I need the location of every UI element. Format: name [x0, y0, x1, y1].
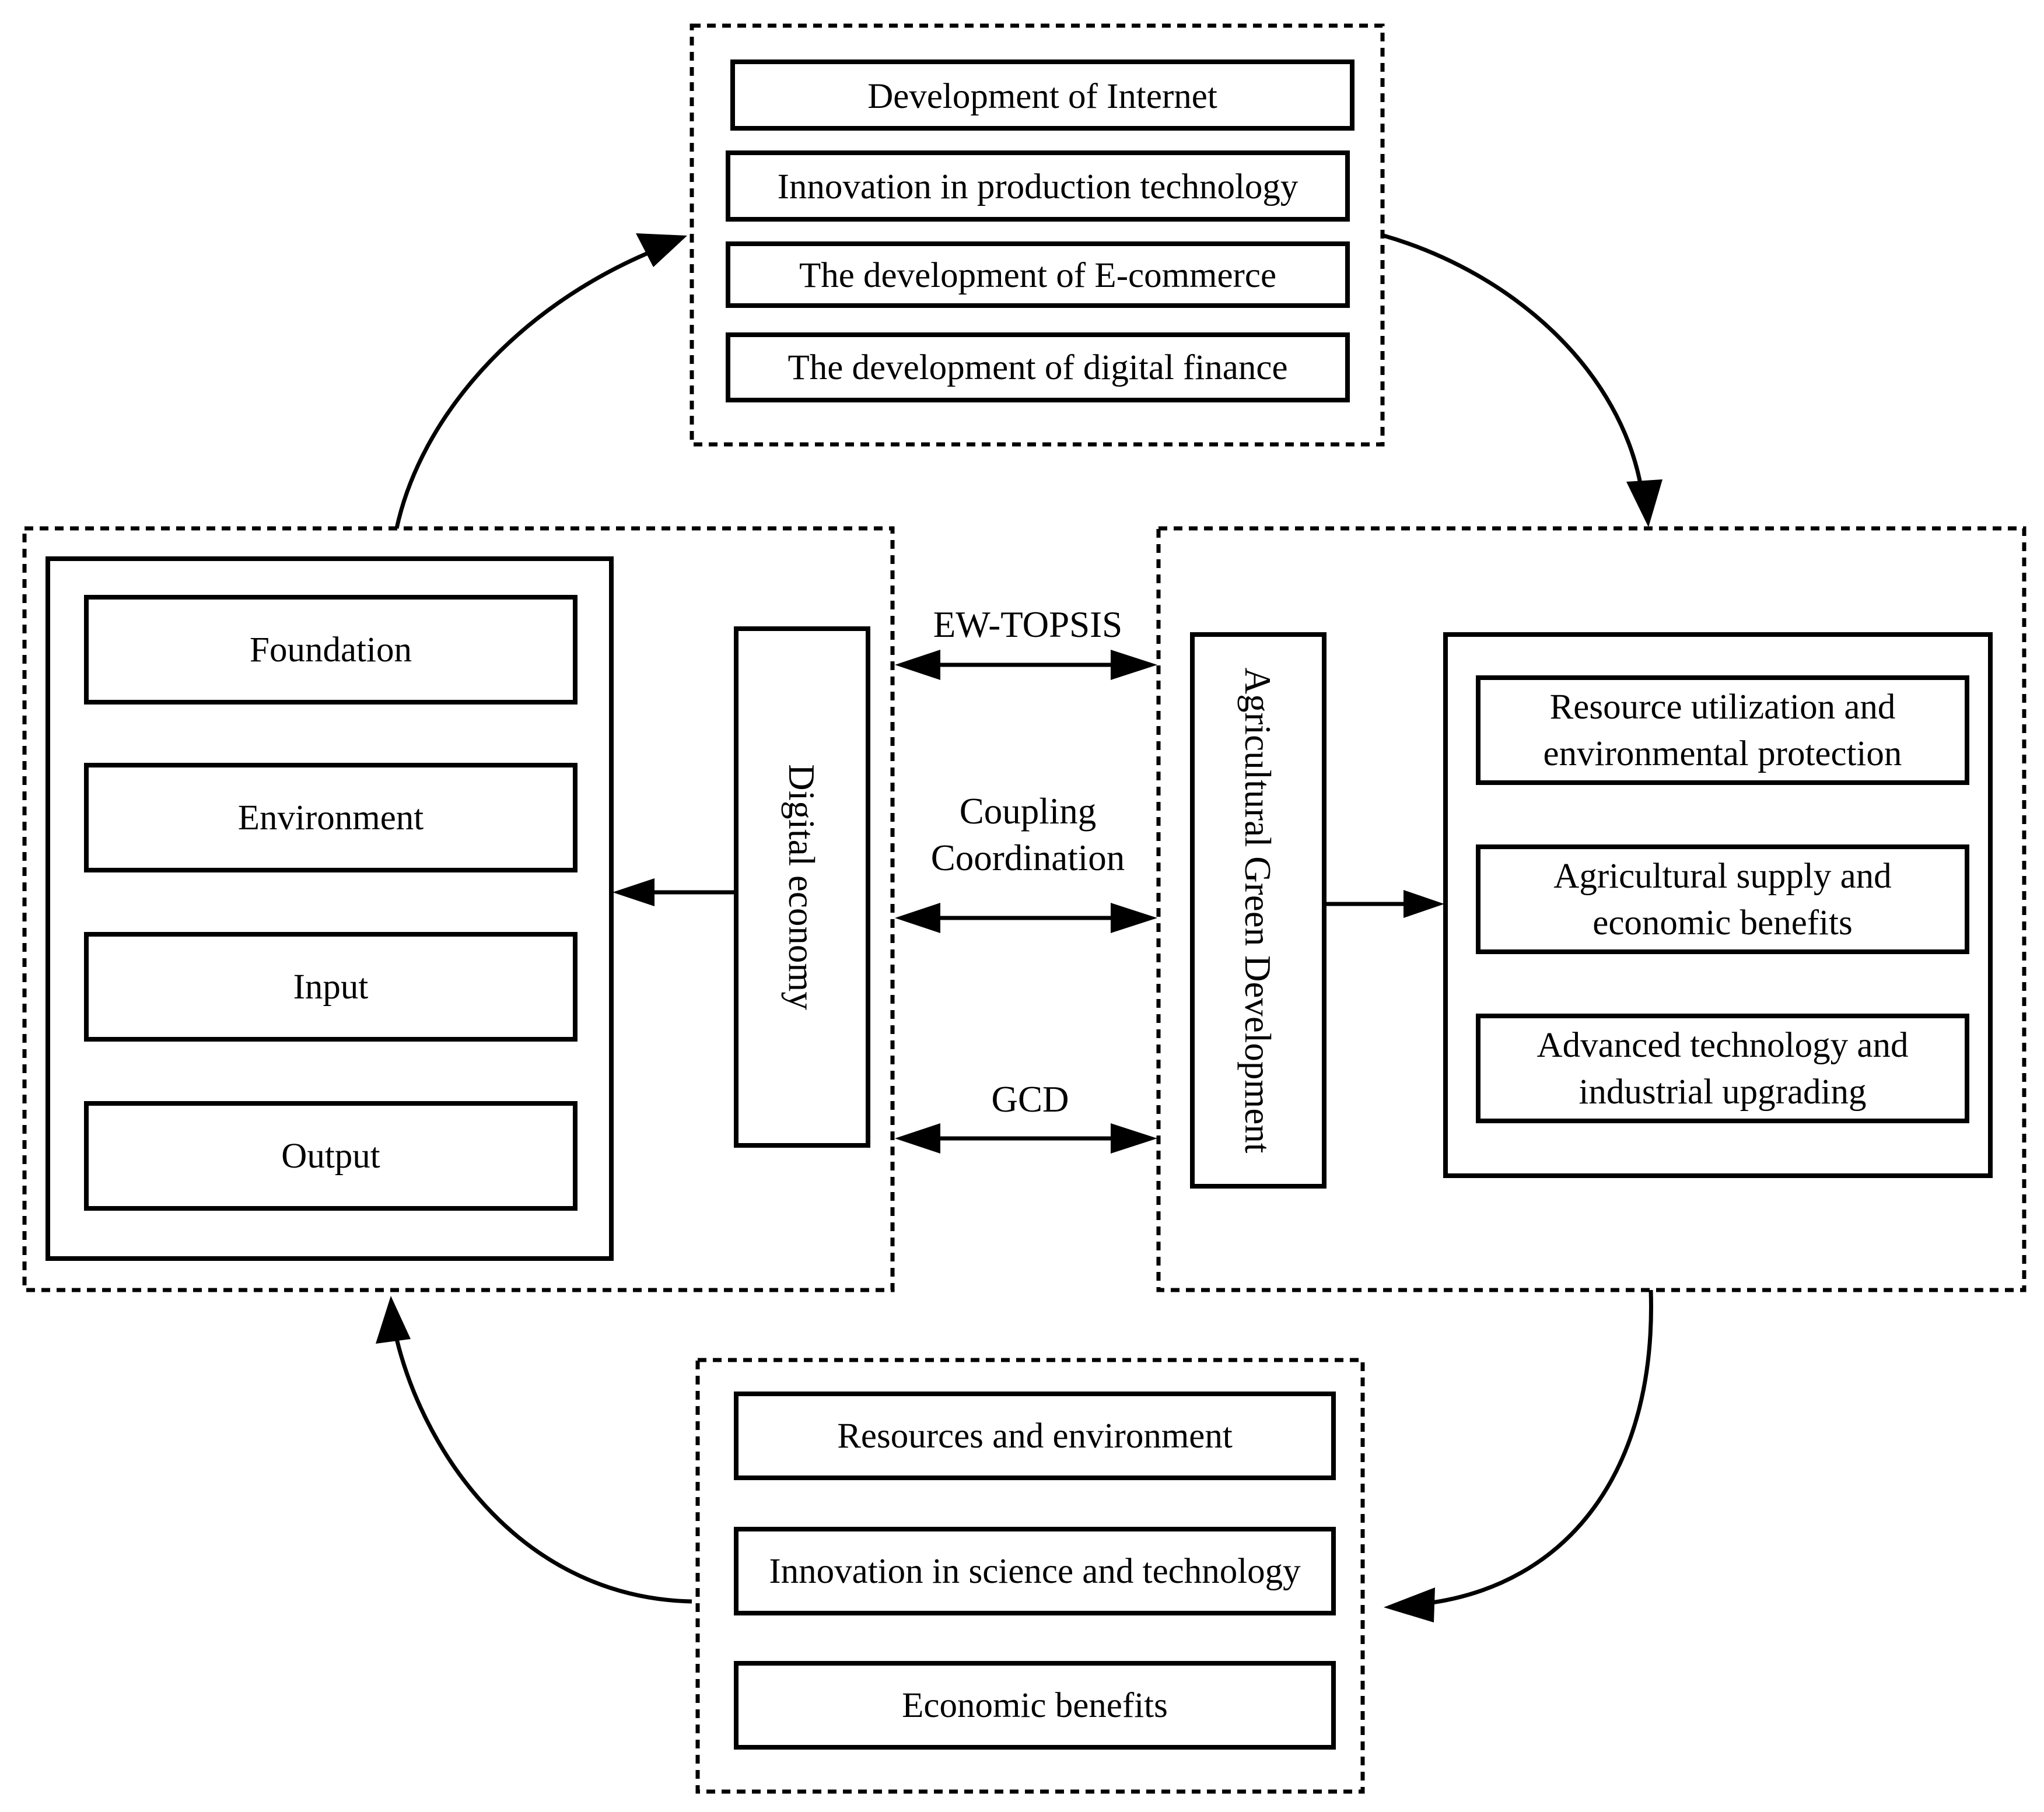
cycle-arrow-right-to-bottom [1384, 1289, 1653, 1622]
gcd-double-arrow [895, 1123, 1157, 1154]
gcd-label: GCD [991, 1079, 1069, 1120]
agricultural-green-development-group: Agricultural Green Development Resource … [1156, 526, 2027, 1292]
indicator-label: Foundation [250, 630, 412, 670]
bottom-item-label: Resources and environment [837, 1417, 1233, 1456]
agd-item-label-line2: economic benefits [1592, 903, 1852, 942]
indicator-label: Output [281, 1137, 380, 1176]
top-item-label: The development of E-commerce [799, 256, 1276, 295]
cycle-arrow-bottom-to-left [376, 1296, 692, 1604]
agd-to-indicators-arrow [1324, 890, 1444, 918]
agd-item-label-line2: environmental protection [1544, 734, 1902, 773]
top-item-production-technology: Innovation in production technology [726, 150, 1350, 222]
top-item-label: Innovation in production technology [778, 167, 1298, 206]
agd-item-label-line1: Advanced technology and [1537, 1026, 1909, 1065]
top-item-internet: Development of Internet [730, 59, 1354, 131]
agricultural-green-development-label: Agricultural Green Development [1237, 668, 1278, 1154]
digital-economy-box: Digital economy [734, 626, 870, 1148]
bottom-item-label: Innovation in science and technology [769, 1552, 1301, 1591]
top-item-e-commerce: The development of E-commerce [726, 241, 1350, 308]
agd-item-label-line1: Resource utilization and [1550, 688, 1896, 727]
agd-item-advanced-technology: Advanced technology and industrial upgra… [1476, 1014, 1969, 1123]
digital-economy-group: Foundation Environment Input Output Digi… [22, 526, 895, 1292]
top-factor-group: Development of Internet Innovation in pr… [690, 23, 1385, 447]
bottom-item-economic-benefits: Economic benefits [734, 1661, 1336, 1750]
bottom-item-science-technology: Innovation in science and technology [734, 1527, 1336, 1615]
digital-economy-label: Digital economy [781, 764, 822, 1010]
right-group-frame [1156, 526, 2027, 1292]
indicator-environment: Environment [84, 763, 578, 872]
bottom-group-frame [695, 1358, 1365, 1794]
ew-topsis-label: EW-TOPSIS [933, 604, 1122, 645]
bottom-factor-group: Resources and environment Innovation in … [695, 1358, 1365, 1794]
coordination-label: Coordination [931, 837, 1125, 878]
indicator-output: Output [84, 1101, 578, 1211]
top-item-label: Development of Internet [867, 77, 1217, 116]
agd-item-label-line1: Agricultural supply and [1553, 857, 1891, 896]
bottom-item-label: Economic benefits [902, 1686, 1168, 1725]
bottom-item-resources-environment: Resources and environment [734, 1392, 1336, 1480]
top-item-label: The development of digital finance [788, 348, 1287, 387]
coupling-coordination-double-arrow [895, 903, 1157, 933]
cycle-arrow-top-to-right [1383, 233, 1662, 527]
top-group-frame [690, 23, 1385, 447]
agricultural-green-development-box: Agricultural Green Development [1190, 632, 1326, 1189]
top-item-digital-finance: The development of digital finance [726, 332, 1350, 402]
indicator-input: Input [84, 932, 578, 1042]
indicator-label: Environment [238, 798, 424, 837]
indicator-label: Input [293, 968, 369, 1007]
cycle-arrow-left-to-top [394, 233, 687, 529]
agd-item-agricultural-supply: Agricultural supply and economic benefit… [1476, 844, 1969, 954]
left-group-frame [22, 526, 895, 1292]
agd-item-label-line2: industrial upgrading [1578, 1073, 1866, 1112]
coupling-label: Coupling [960, 791, 1097, 832]
ew-topsis-double-arrow [895, 650, 1157, 680]
agd-item-resource-utilization: Resource utilization and environmental p… [1476, 675, 1969, 785]
digital-economy-to-indicators-arrow [612, 878, 736, 906]
indicator-foundation: Foundation [84, 595, 578, 705]
